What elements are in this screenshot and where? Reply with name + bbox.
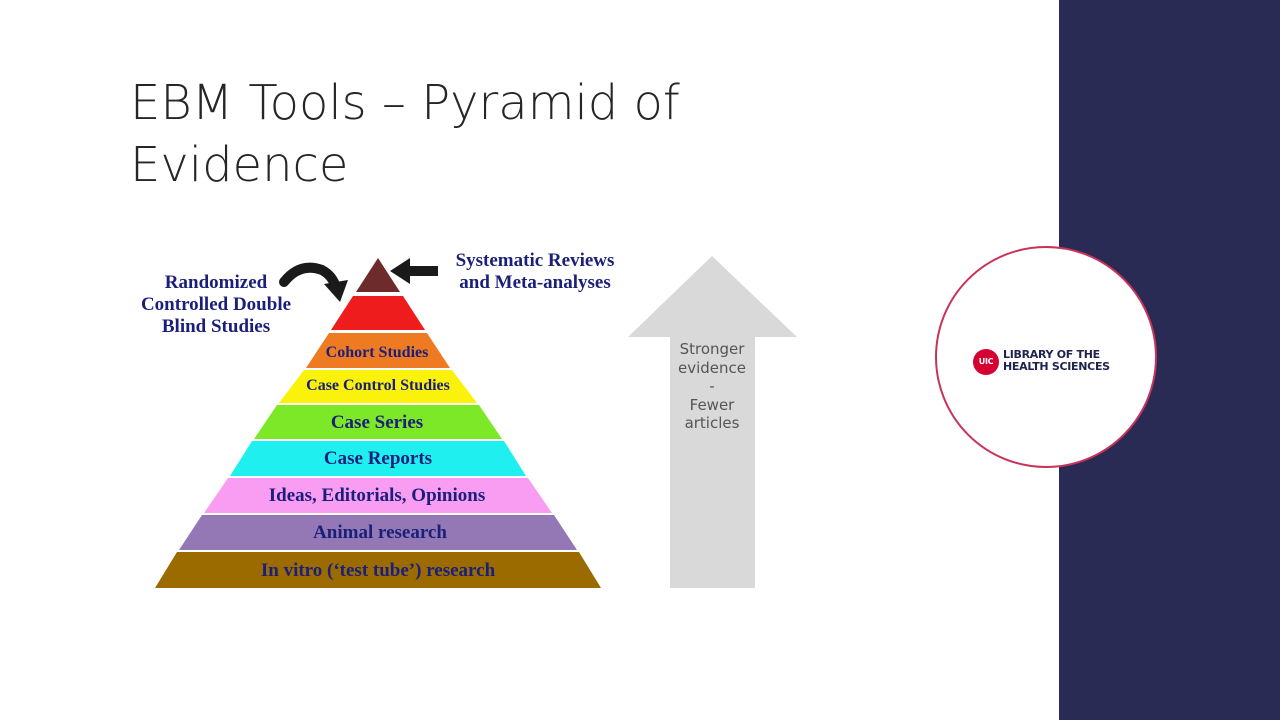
arrow-label-line-3: - — [709, 377, 715, 395]
arrow-label-line-1: Stronger — [679, 340, 745, 358]
arrow-label-line-4: Fewer — [689, 395, 735, 414]
library-logo-text: LIBRARY OF THE HEALTH SCIENCES — [1003, 349, 1153, 373]
pyramid-level-in-vitro — [155, 552, 601, 588]
label-case-control-studies: Case Control Studies — [306, 377, 450, 394]
library-logo-badge: UIC LIBRARY OF THE HEALTH SCIENCES — [935, 246, 1157, 468]
rct-curved-arrow-icon — [279, 262, 348, 302]
pyramid-level-case-series — [254, 405, 502, 439]
slide-title: EBM Tools – Pyramid of Evidence — [130, 75, 680, 193]
rct-label-line-3: Blind Studies — [162, 316, 270, 337]
apex-callout: Systematic Reviews and Meta-analyses — [456, 250, 615, 293]
evidence-up-arrow-icon — [628, 256, 797, 588]
logo-text-line-1: LIBRARY OF THE — [1003, 348, 1100, 361]
apex-label-line-1: Systematic Reviews — [456, 250, 615, 271]
pyramid-level-rct — [331, 296, 425, 330]
pyramid-level-ideas — [204, 478, 552, 513]
evidence-arrow-label: Stronger evidence - Fewer articles — [670, 340, 754, 433]
rct-label-line-1: Randomized — [165, 272, 268, 293]
label-ideas-editorials-opinions: Ideas, Editorials, Opinions — [269, 485, 485, 506]
label-case-reports: Case Reports — [324, 448, 432, 469]
evidence-pyramid-diagram: Cohort Studies Case Control Studies Case… — [141, 250, 797, 588]
pyramid-level-cohort — [306, 333, 450, 368]
label-in-vitro-research: In vitro (‘test tube’) research — [261, 560, 496, 581]
pyramid-labels: Cohort Studies Case Control Studies Case… — [261, 344, 496, 581]
pyramid-level-animal — [179, 515, 577, 550]
apex-arrow-icon — [390, 258, 438, 284]
label-case-series: Case Series — [331, 412, 423, 433]
arrow-label-line-5: articles — [684, 414, 740, 432]
apex-label-line-2: and Meta-analyses — [459, 272, 610, 293]
logo-text-line-2: HEALTH SCIENCES — [1003, 360, 1110, 373]
label-animal-research: Animal research — [313, 522, 447, 543]
pyramid — [155, 258, 601, 588]
pyramid-level-case-control — [279, 370, 477, 403]
pyramid-level-systematic-reviews — [356, 258, 400, 292]
rct-callout: Randomized Controlled Double Blind Studi… — [141, 272, 291, 337]
arrow-label-line-2: evidence — [677, 358, 746, 377]
pyramid-level-case-reports — [230, 441, 526, 476]
uic-logo-mark: UIC — [973, 349, 999, 375]
label-cohort-studies: Cohort Studies — [326, 344, 429, 361]
rct-label-line-2: Controlled Double — [141, 294, 291, 315]
